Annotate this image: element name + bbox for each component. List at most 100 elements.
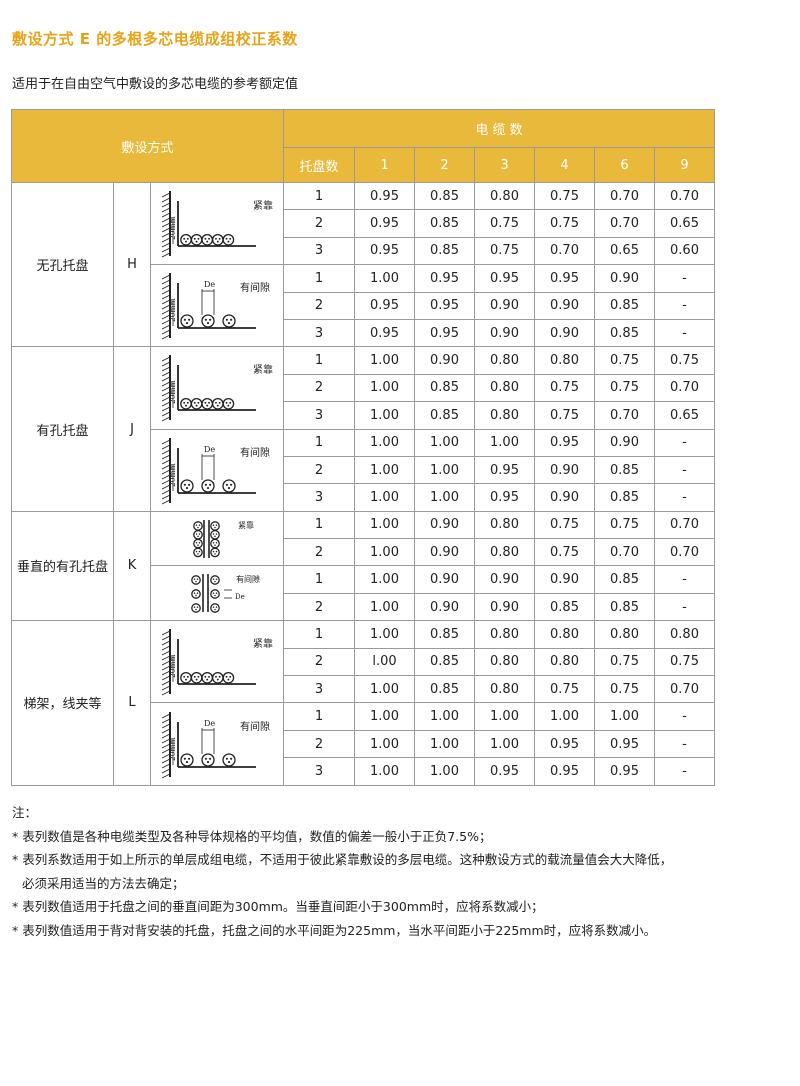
factor-cell: 0.95 [474, 757, 535, 786]
tray-count-cell: 1 [283, 565, 355, 594]
factor-cell: 0.75 [534, 209, 595, 238]
tray-count-cell: 1 [283, 428, 355, 457]
factor-cell: 1.00 [354, 428, 415, 457]
touching-label: 紧靠 [253, 199, 273, 212]
tray-count-cell: 2 [283, 538, 355, 567]
factor-cell: 1.00 [414, 757, 475, 786]
factor-cell: 0.90 [474, 592, 535, 622]
factor-cell: 0.80 [474, 373, 535, 403]
installation-code: L [113, 620, 151, 786]
cable-count-col: 4 [534, 147, 595, 183]
factor-cell: 0.85 [414, 401, 475, 430]
factor-cell: 1.00 [354, 729, 415, 759]
cable-count-col: 3 [474, 147, 535, 183]
factor-cell: 0.70 [653, 510, 716, 540]
factor-cell: 0.75 [534, 373, 595, 403]
factor-cell: 0.90 [594, 264, 655, 293]
factor-cell: 1.00 [414, 455, 475, 485]
factor-cell: - [653, 565, 716, 594]
factor-cell: 1.00 [534, 702, 595, 731]
spacing-mark-label: 20mm [168, 298, 177, 322]
spaced-label: 有间隙 [240, 446, 270, 459]
spacing-mark-label: 20mm [168, 463, 177, 487]
factor-cell: 0.65 [594, 236, 655, 266]
factor-cell: 1.00 [354, 510, 415, 540]
factor-cell: 0.80 [474, 647, 535, 677]
factor-cell: 0.75 [594, 373, 655, 403]
factor-cell: 1.00 [354, 538, 415, 567]
factor-cell: 1.00 [414, 702, 475, 731]
factor-cell: 0.90 [534, 565, 595, 594]
tray-count-cell: 3 [283, 483, 355, 512]
factor-cell: 1.00 [354, 565, 415, 594]
factor-cell: 0.80 [474, 538, 535, 567]
factor-cell: 0.70 [653, 181, 716, 211]
factor-cell: 0.95 [354, 236, 415, 266]
factor-cell: 0.85 [594, 592, 655, 622]
tray-count-cell: 1 [283, 620, 355, 649]
note-item: * 表列数值适用于托盘之间的垂直间距为300mm。当垂直间距小于300mm时，应… [12, 899, 544, 914]
factor-cell: 0.85 [414, 236, 475, 266]
factor-cell: 0.80 [474, 401, 535, 430]
note-item-continued: 必须采用适当的方法去确定； [22, 875, 185, 891]
factor-cell: 0.75 [474, 236, 535, 266]
factor-cell: 1.00 [354, 757, 415, 786]
factor-cell: l.00 [354, 647, 415, 677]
factor-cell: 1.00 [354, 455, 415, 485]
factor-cell: 0.85 [414, 209, 475, 238]
factor-cell: 0.95 [354, 291, 415, 320]
factor-cell: 0.90 [534, 318, 595, 348]
cable-count-col: 1 [354, 147, 415, 183]
factor-cell: 0.60 [653, 236, 716, 266]
factor-cell: 0.80 [534, 620, 595, 649]
spacing-mark-label: 20mm [168, 737, 177, 761]
tray-count-cell: 2 [283, 647, 355, 677]
factor-cell: 0.90 [534, 455, 595, 485]
tray-count-cell: 1 [283, 264, 355, 293]
spaced-label: 有间隙 [240, 720, 270, 733]
tray-type-label: 梯架，线夹等 [11, 620, 114, 786]
factor-cell: 0.70 [653, 675, 716, 704]
spaced-label: 有间隙 [240, 281, 270, 294]
factor-cell: 0.95 [534, 729, 595, 759]
installation-code: K [113, 510, 151, 622]
factor-cell: 1.00 [354, 373, 415, 403]
factor-cell: 0.80 [534, 647, 595, 677]
factor-cell: 0.75 [534, 510, 595, 540]
factor-cell: 0.85 [594, 318, 655, 348]
factor-cell: 0.90 [594, 428, 655, 457]
factor-cell: - [653, 455, 716, 485]
factor-cell: 0.90 [414, 565, 475, 594]
factor-cell: 1.00 [354, 675, 415, 704]
factor-cell: 0.85 [534, 592, 595, 622]
factor-cell: 0.65 [653, 209, 716, 238]
cable-count-col: 6 [594, 147, 655, 183]
factor-cell: 1.00 [354, 702, 415, 731]
spacing-mark-label: 20mm [168, 381, 177, 405]
tray-count-cell: 3 [283, 318, 355, 348]
tray-count-cell: 1 [283, 346, 355, 375]
tray-type-label: 垂直的有孔托盘 [11, 510, 114, 622]
tray-count-cell: 2 [283, 373, 355, 403]
spacing-mark-label: 20mm [168, 655, 177, 679]
factor-cell: 0.75 [474, 209, 535, 238]
factor-cell: 0.95 [534, 264, 595, 293]
factor-cell: 0.85 [414, 647, 475, 677]
factor-cell: 0.95 [414, 291, 475, 320]
factor-cell: 0.95 [534, 757, 595, 786]
